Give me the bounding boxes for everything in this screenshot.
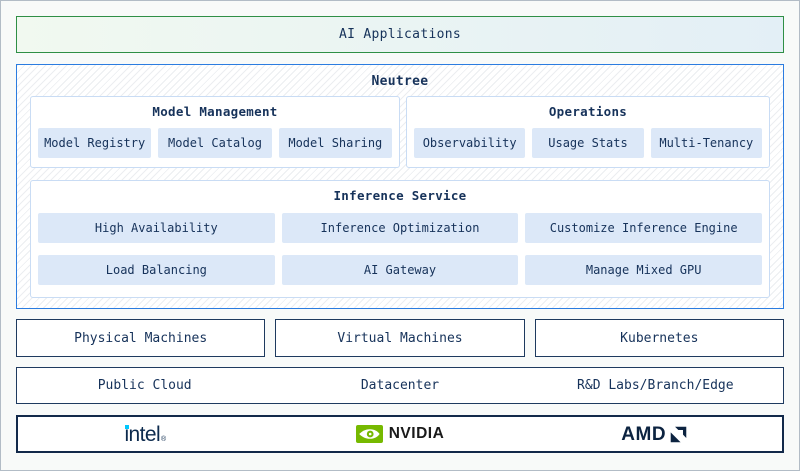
vendor-intel: intel ® xyxy=(18,417,273,451)
operations-chips: Observability Usage Stats Multi-Tenancy xyxy=(407,121,769,158)
box-kubernetes: Kubernetes xyxy=(534,319,784,357)
group-operations-title: Operations xyxy=(548,104,628,119)
intel-logo: intel xyxy=(124,424,160,445)
location-datacenter: Datacenter xyxy=(272,368,527,403)
nvidia-wordmark: NVIDIA xyxy=(388,425,445,442)
chip-model-catalog: Model Catalog xyxy=(158,128,272,158)
chip-multi-tenancy: Multi-Tenancy xyxy=(650,128,762,158)
neutree-container: Neutree Model Management Model Registry … xyxy=(16,64,784,309)
intel-dot-icon xyxy=(125,425,130,429)
group-inference-service: Inference Service High Availability Infe… xyxy=(30,180,770,298)
chip-high-availability: High Availability xyxy=(38,213,275,243)
chip-model-sharing: Model Sharing xyxy=(278,128,392,158)
infrastructure-row: Physical Machines Virtual Machines Kuber… xyxy=(16,319,784,357)
intel-registered-mark: ® xyxy=(161,436,167,443)
location-rd-labs-branch-edge: R&D Labs/Branch/Edge xyxy=(528,368,783,403)
rd-labs-branch-edge-label: R&D Labs/Branch/Edge xyxy=(577,378,734,393)
chip-load-balancing: Load Balancing xyxy=(38,255,275,285)
chip-manage-mixed-gpu: Manage Mixed GPU xyxy=(525,255,762,285)
chip-observability: Observability xyxy=(414,128,526,158)
vendor-nvidia: NVIDIA xyxy=(273,417,528,451)
chip-usage-stats: Usage Stats xyxy=(532,128,644,158)
datacenter-label: Datacenter xyxy=(360,378,440,393)
box-physical-machines: Physical Machines xyxy=(16,319,266,357)
chip-ai-gateway: AI Gateway xyxy=(281,255,519,285)
amd-arrow-icon xyxy=(670,426,687,442)
group-model-management: Model Management Model Registry Model Ca… xyxy=(30,96,400,168)
amd-wordmark: AMD xyxy=(621,423,667,445)
neutree-title: Neutree xyxy=(371,74,429,89)
model-management-chips: Model Registry Model Catalog Model Shari… xyxy=(31,121,399,158)
inference-service-chips: High Availability Inference Optimization… xyxy=(31,205,769,285)
group-inference-service-title: Inference Service xyxy=(333,188,467,203)
chip-customize-inference-engine: Customize Inference Engine xyxy=(525,213,762,243)
box-virtual-machines: Virtual Machines xyxy=(275,319,525,357)
physical-machines-label: Physical Machines xyxy=(74,330,208,346)
public-cloud-label: Public Cloud xyxy=(97,378,192,393)
ai-applications-box: AI Applications xyxy=(16,16,784,53)
amd-logo: AMD xyxy=(621,425,688,444)
chip-inference-optimization: Inference Optimization xyxy=(281,213,519,243)
intel-wordmark: intel xyxy=(124,422,161,446)
nvidia-eye-icon xyxy=(355,425,383,443)
group-model-management-title: Model Management xyxy=(152,104,278,119)
location-public-cloud: Public Cloud xyxy=(17,368,272,403)
kubernetes-label: Kubernetes xyxy=(620,330,699,346)
ai-applications-label: AI Applications xyxy=(339,27,461,42)
vendors-row: intel ® NVIDIA AMD xyxy=(16,415,784,453)
locations-row: Public Cloud Datacenter R&D Labs/Branch/… xyxy=(16,367,784,404)
neutree-top-groups: Model Management Model Registry Model Ca… xyxy=(30,96,770,168)
nvidia-logo: NVIDIA xyxy=(355,425,445,443)
chip-model-registry: Model Registry xyxy=(38,128,152,158)
vendor-amd: AMD xyxy=(527,417,782,451)
virtual-machines-label: Virtual Machines xyxy=(337,330,463,346)
group-operations: Operations Observability Usage Stats Mul… xyxy=(406,96,770,168)
